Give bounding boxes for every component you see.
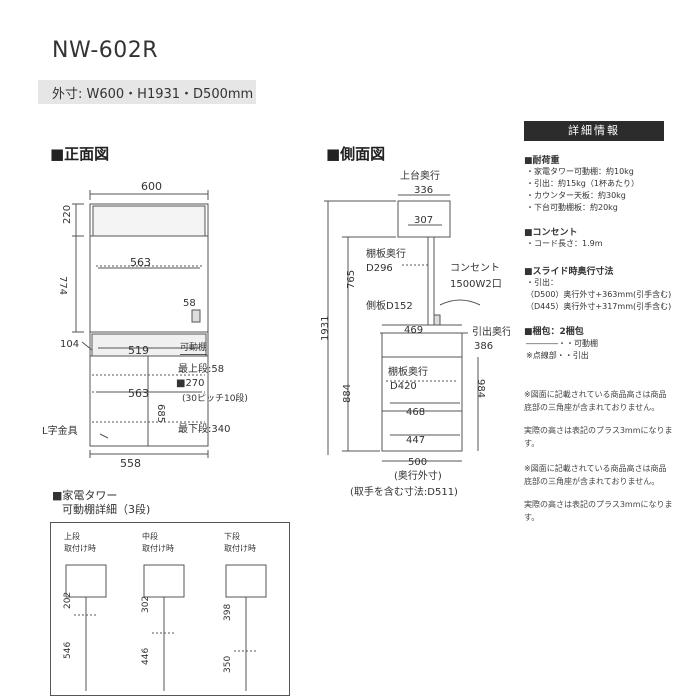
front-width-563-low: 563 [128,387,149,400]
info-load-line-2: ・引出：約15kg（1杯あたり） [526,179,639,188]
detail-col3-name: 下段 [224,531,240,541]
side-height-765: 765 [346,270,357,289]
side-with-handle-label: (取手を含む寸法:D511) [350,485,458,498]
side-outlet-spec: 1500W2口 [450,279,502,290]
detail-diagram: 上段 取付け時 中段 取付け時 下段 取付け時 202 546 302 446 … [63,531,267,691]
side-shelf-depth-label-2: 棚板奥行 [388,365,428,378]
top-stage-label: 最上段:58 [178,364,225,375]
side-depth-500: 500 [408,457,427,468]
info-slide-line-1: ・引出： [526,278,558,287]
dimension-bar [38,80,256,104]
info-note-2: 実際の高さは表記のプラス3mmになります。 [524,426,673,448]
detail-title: ■家電タワー [52,489,118,502]
info-slide-line-2: （D500）奥行外寸+363mm(引手含む) [526,290,672,299]
front-view-title: ■正面図 [50,145,110,163]
info-outlet-line-1: ・コード長さ：1.9m [526,239,603,248]
side-board-label: 側板D152 [366,299,413,312]
info-section-slide: ■スライド時奥行寸法 [524,267,614,277]
movable-shelf-title: 可動棚 [180,340,208,355]
front-height-685: 685 [155,404,166,423]
detail-col1-name: 上段 [64,531,80,541]
outer-dimensions: 外寸: W600・H1931・D500mm [52,87,254,102]
info-load-line-1: ・家電タワー可動棚：約10kg [526,167,634,176]
front-height-774: 774 [57,276,68,295]
info-note-1: ※図面に記載されている商品高さは商品底部の三角座が含まれておりません。 [524,390,667,412]
front-width-558: 558 [120,457,141,470]
front-width-600: 600 [141,180,162,193]
side-shelf-depth-label: 棚板奥行 [366,247,406,260]
side-top-cabinet [397,200,451,238]
detail-frame [50,522,290,696]
info-package-line-2: ※点線部・・引出 [526,351,589,360]
detail-subtitle: 可動棚詳細（3段) [62,503,151,516]
model-number: NW-602R [52,38,159,63]
side-view-diagram: 上台奥行 336 307 棚板奥行 D296 コンセント 1500W2口 765… [320,169,510,498]
detail-col2-name: 中段 [142,531,158,541]
side-depth-468: 468 [406,407,425,418]
pitch-label: ■270 [176,378,205,389]
l-bracket-label: L字金具 [42,424,78,437]
front-height-104: 104 [60,339,79,350]
detail-col1-sub: 取付け時 [64,543,96,553]
info-load-line-3: ・カウンター天板：約30kg [526,191,626,200]
side-outlet-label: コンセント [450,262,500,274]
bottom-stage-label: 最下段:340 [178,424,231,435]
detail-col3-lower: 350 [223,656,233,673]
detail-col1-lower: 546 [63,642,73,659]
side-depth-447: 447 [406,435,425,446]
side-height-1931: 1931 [320,316,331,341]
side-height-884: 884 [342,384,353,403]
side-lower-cabinet [381,332,463,452]
side-view-title: ■側面図 [326,145,386,163]
info-note-4: 実際の高さは表記のプラス3mmになります。 [524,500,673,522]
detail-col3-sub: 取付け時 [224,543,256,553]
side-drawer-depth-label: 引出奥行 [472,325,510,338]
info-section-load: ■耐荷重 [524,156,560,166]
side-shelf-d296: D296 [366,263,393,274]
front-depth-58: 58 [183,298,196,309]
info-slide-line-3: （D445）奥行外寸+317mm(引手含む) [526,302,672,311]
side-top-depth-label: 上台奥行 [400,169,440,182]
detail-col2-sub: 取付け時 [142,543,174,553]
info-package-line-1: ――――・・可動棚 [526,339,598,348]
side-depth-469: 469 [404,325,423,336]
side-drawer-depth-386: 386 [474,341,493,352]
side-height-984: 984 [475,379,486,398]
front-width-519: 519 [128,344,149,357]
info-load-line-4: ・下台可動棚板：約20kg [526,203,618,212]
detail-col2-upper: 302 [141,596,151,613]
detail-col2-lower: 446 [141,648,151,665]
side-shelf-d420: D420 [390,381,417,392]
info-panel-header: 詳細情報 [524,121,664,141]
side-depth-336: 336 [414,185,433,196]
info-note-3: ※図面に記載されている商品高さは商品底部の三角座が含まれておりません。 [524,464,667,486]
pitch-sub-label: (30ピッチ10段) [182,394,248,404]
front-width-563-top: 563 [130,256,151,269]
info-section-outlet: ■コンセント [524,228,578,238]
front-height-220: 220 [62,205,73,224]
side-depth-307: 307 [414,215,433,226]
front-cabinet-outline [89,203,209,447]
detail-col3-upper: 398 [223,604,233,621]
front-view-diagram: 600 220 774 563 58 104 519 563 685 558 L… [42,180,209,470]
detail-col1-upper: 202 [63,592,73,609]
info-section-package: ■梱包：2梱包 [524,327,584,337]
side-outer-depth-label: (奥行外寸) [394,469,442,482]
